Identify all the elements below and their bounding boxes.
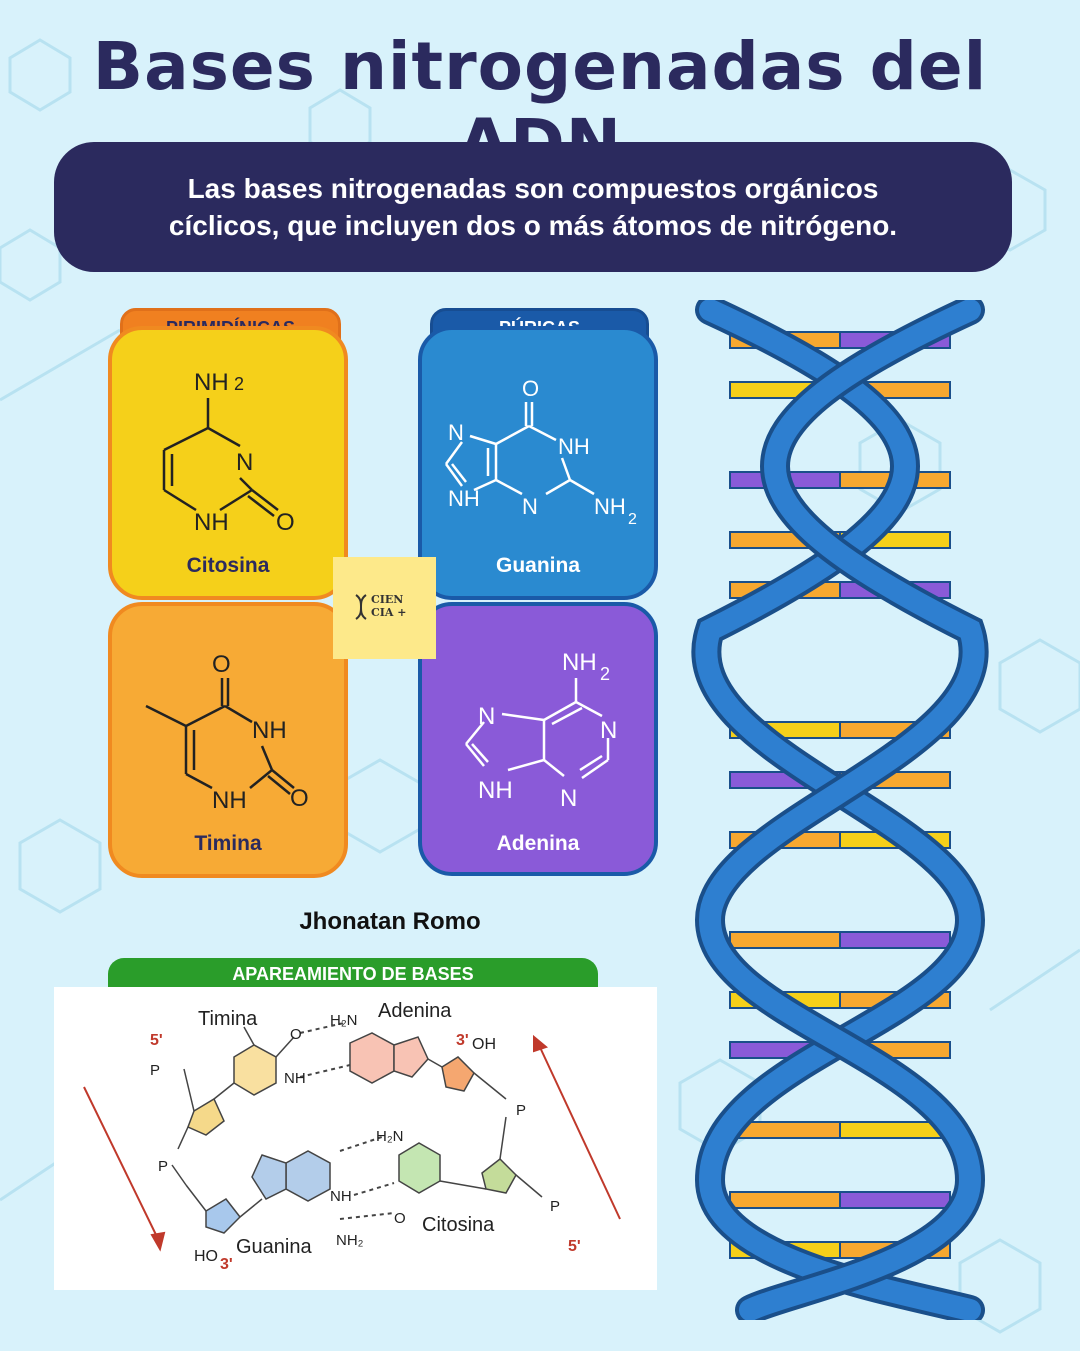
pairing-structure: Timina Adenina Guanina Citosina 5' 3' OH… (83, 1000, 621, 1273)
guanine-nh9-label: NH (448, 486, 480, 511)
thymine-structure: O NH NH O (145, 651, 309, 814)
guanine-structure: O N NH NH N NH 2 (444, 376, 637, 528)
intro-line-1: Las bases nitrogenadas son compuestos or… (187, 173, 879, 204)
svg-text:2: 2 (234, 374, 244, 394)
svg-text:2: 2 (600, 664, 610, 684)
guanine-name: Guanina (495, 554, 580, 577)
guanine-card: O N NH NH N NH 2 Guanina (418, 326, 658, 600)
svg-text:2: 2 (628, 511, 637, 528)
pairing-tab: APAREAMIENTO DE BASES (108, 958, 598, 988)
pairing-adenine-label: Adenina (378, 1000, 452, 1022)
cytosine-card: NH 2 N NH O Citosina (108, 326, 348, 600)
logo-line-2: CIA + (371, 606, 407, 619)
pairing-p-left: P (158, 1158, 168, 1175)
cytosine-o-label: O (276, 509, 295, 536)
dna-double-helix (691, 300, 989, 1320)
pairing-nh-top: NH (284, 1070, 306, 1087)
pairing-p-top: P (150, 1062, 160, 1079)
guanine-o-label: O (522, 376, 539, 401)
cytosine-nh-label: NH (194, 509, 229, 536)
pairing-cytosine-label: Citosina (422, 1214, 495, 1236)
pairing-p-bottom: P (550, 1198, 560, 1215)
thymine-name: Timina (194, 832, 262, 855)
thymine-o2-label: O (290, 785, 309, 812)
guanine-n3-label: N (522, 494, 538, 519)
adenine-name: Adenina (496, 832, 580, 855)
cytosine-n-label: N (236, 449, 253, 476)
guanine-nh1-label: NH (558, 434, 590, 459)
adenine-structure: NH 2 N N NH N (465, 649, 617, 812)
thymine-card: O NH NH O Timina (108, 602, 348, 878)
page-title: Bases nitrogenadas del ADN (92, 28, 988, 182)
guanine-n7-label: N (448, 420, 464, 445)
adenine-n3-label: N (560, 785, 577, 812)
dna-icon (355, 594, 367, 620)
adenine-nh2-label: NH (562, 649, 597, 676)
adenine-nh9-label: NH (478, 777, 513, 804)
pairing-3prime-top: 3' (456, 1032, 469, 1049)
pairing-o-top: O (290, 1026, 302, 1043)
intro-banner: Las bases nitrogenadas son compuestos or… (54, 142, 1012, 272)
cytosine-name: Citosina (186, 554, 270, 577)
pairing-3prime-bottom: 3' (220, 1256, 233, 1273)
thymine-o-label: O (212, 651, 231, 678)
pairing-ho-label: HO (194, 1248, 218, 1265)
thymine-nh-bottom-label: NH (212, 787, 247, 814)
pairing-guanine-label: Guanina (236, 1236, 312, 1258)
pairing-thymine-label: Timina (198, 1008, 258, 1030)
adenine-n1-label: N (600, 717, 617, 744)
pairing-p-right: P (516, 1102, 526, 1119)
cytosine-structure: NH 2 N NH O (162, 369, 295, 536)
base-pairing-diagram: Timina Adenina Guanina Citosina 5' 3' OH… (54, 987, 657, 1290)
guanine-nh2-label: NH (594, 494, 626, 519)
pairing-h2n-mid: H₂N (376, 1128, 404, 1145)
pairing-5prime-bottom: 5' (568, 1238, 581, 1255)
adenine-n7-label: N (478, 703, 495, 730)
rung-left (729, 931, 841, 949)
pairing-nh-mid: NH (330, 1188, 352, 1205)
thymine-nh-top-label: NH (252, 717, 287, 744)
intro-line-2: cíclicos, que incluyen dos o más átomos … (168, 210, 898, 241)
logo-line-1: CIEN (371, 593, 404, 606)
adenine-card: NH 2 N N NH N Adenina (418, 602, 658, 876)
pairing-5prime-top: 5' (150, 1032, 163, 1049)
rung-left (729, 1191, 841, 1209)
rung-right (839, 1191, 951, 1209)
ciencia-logo: CIEN CIA + (333, 557, 436, 659)
cytosine-nh2-label: NH (194, 369, 229, 396)
rung-right (839, 931, 951, 949)
pairing-nh2-bottom: NH₂ (336, 1232, 364, 1249)
pairing-h2n-top: H₂N (330, 1012, 358, 1029)
pairing-oh-label: OH (472, 1036, 496, 1053)
pairing-o-bottom: O (394, 1210, 406, 1227)
author-name: Jhonatan Romo (299, 908, 481, 935)
